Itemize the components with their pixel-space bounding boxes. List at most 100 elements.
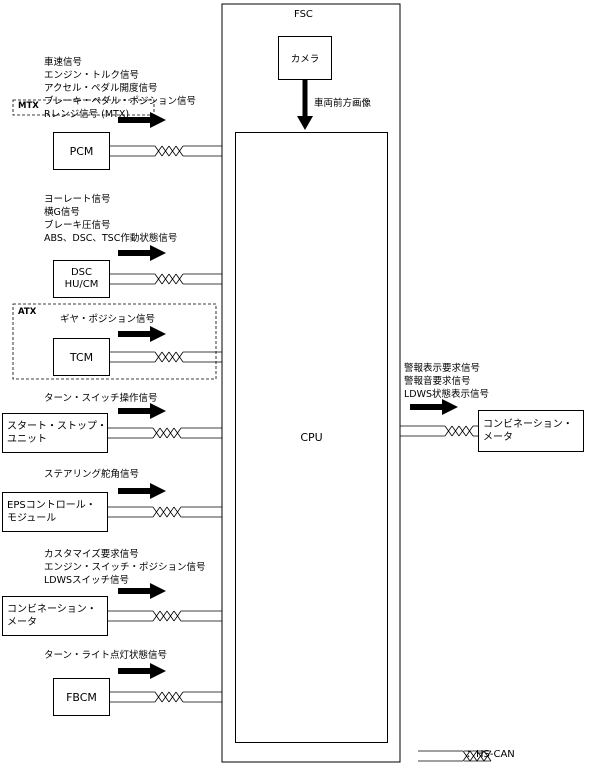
combi-right-label-line: メータ <box>483 432 513 443</box>
cpu-label: CPU <box>300 431 323 444</box>
tcm-can-link <box>110 351 222 363</box>
combi-right-signal-arrow <box>410 399 458 415</box>
camera-label: カメラ <box>290 54 320 65</box>
arrow-shaft <box>118 488 152 494</box>
arrow-head <box>150 483 166 499</box>
arrow-head <box>150 663 166 679</box>
atx-tag: ATX <box>16 307 39 317</box>
tcm-signal: ギヤ・ポジション信号 <box>60 314 156 325</box>
arrow-shaft <box>410 404 444 410</box>
combi-right-box: コンビネーション・ メータ <box>478 410 584 452</box>
start-stop-label-line: スタート・ストップ・ <box>7 421 107 432</box>
legend-label: ：HS-CAN <box>466 749 515 760</box>
fbcm-label: FBCM <box>66 690 97 704</box>
can-twist <box>152 610 182 622</box>
tcm-box: TCM <box>53 338 110 376</box>
arrow-head <box>150 583 166 599</box>
arrow-shaft <box>118 331 152 337</box>
fbcm-box: FBCM <box>53 678 110 716</box>
pcm-signal: アクセル・ペダル開度信号 <box>44 83 158 94</box>
combi-right-signal: 警報表示要求信号 <box>404 363 481 374</box>
tcm-signal-arrow <box>118 326 166 342</box>
pcm-signal-arrow <box>118 112 166 128</box>
eps-signal: ステアリング舵角信号 <box>44 469 140 480</box>
fbcm-signal-arrow <box>118 663 166 679</box>
combi-left-signal: エンジン・スイッチ・ポジション信号 <box>44 562 206 573</box>
start-stop-signal-list: ターン・スイッチ操作信号 <box>44 392 158 405</box>
tcm-signal-list: ギヤ・ポジション信号 <box>60 313 155 326</box>
combi-left-can-link <box>108 610 222 622</box>
fbcm-can-link <box>110 691 222 703</box>
pcm-signal: Rレンジ信号 (MTX) <box>44 109 130 120</box>
eps-box: EPSコントロール・ モジュール <box>2 492 108 532</box>
arrow-shaft <box>118 408 152 414</box>
eps-can-link <box>108 506 222 518</box>
combi-right-signal-list: 警報表示要求信号 警報音要求信号 LDWS状態表示信号 <box>404 362 489 401</box>
dsc-signal: 横G信号 <box>44 207 80 218</box>
dsc-signal: ABS、DSC、TSC作動状態信号 <box>44 233 178 244</box>
pcm-box: PCM <box>53 132 110 170</box>
atx-group-outline <box>12 303 217 380</box>
camera-arrow-head <box>297 116 313 130</box>
can-twist <box>152 506 182 518</box>
can-twist <box>152 427 182 439</box>
start-stop-label-line: ユニット <box>7 434 47 445</box>
legend-can-symbol <box>418 750 492 762</box>
can-twist <box>154 273 184 285</box>
mtx-tag: MTX <box>16 101 41 111</box>
dsc-signal: ヨーレート信号 <box>44 194 111 205</box>
arrow-shaft <box>118 668 152 674</box>
arrow-shaft <box>118 250 152 256</box>
fsc-title: FSC <box>294 9 313 20</box>
camera-box: カメラ <box>278 36 332 80</box>
combi-right-can-link <box>400 425 478 437</box>
combi-right-signal: 警報音要求信号 <box>404 376 471 387</box>
arrow-head <box>150 403 166 419</box>
dsc-signal-arrow <box>118 245 166 261</box>
start-stop-signal-arrow <box>118 403 166 419</box>
combi-right-signal: LDWS状態表示信号 <box>404 389 490 400</box>
start-stop-can-link <box>108 427 222 439</box>
cpu-box: CPU <box>235 132 388 743</box>
fbcm-signal: ターン・ライト点灯状態信号 <box>44 650 168 661</box>
arrow-head <box>150 112 166 128</box>
combi-left-box: コンビネーション・ メータ <box>2 596 108 636</box>
dsc-signal: ブレーキ圧信号 <box>44 220 111 231</box>
start-stop-box: スタート・ストップ・ ユニット <box>2 413 108 453</box>
arrow-head <box>150 245 166 261</box>
pcm-signal: 車速信号 <box>44 57 83 68</box>
can-twist <box>462 750 492 762</box>
dsc-signal-list: ヨーレート信号 横G信号 ブレーキ圧信号 ABS、DSC、TSC作動状態信号 <box>44 193 177 245</box>
fbcm-signal-list: ターン・ライト点灯状態信号 <box>44 649 167 662</box>
dsc-box: DSC HU/CM <box>53 260 110 298</box>
start-stop-signal: ターン・スイッチ操作信号 <box>44 393 158 404</box>
mtx-group-outline <box>12 99 155 116</box>
combi-left-signal: カスタマイズ要求信号 <box>44 549 139 560</box>
pcm-signal: ブレーキ・ペダル・ポジション信号 <box>44 96 197 107</box>
dsc-label-line: HU/CM <box>64 279 99 290</box>
can-twist <box>444 425 474 437</box>
combi-left-label-line: メータ <box>7 617 37 628</box>
arrow-shaft <box>118 117 152 123</box>
combi-left-signal-arrow <box>118 583 166 599</box>
can-twist <box>154 145 184 157</box>
camera-signal-label: 車両前方画像 <box>314 98 372 109</box>
combi-left-label-line: コンビネーション・ <box>7 604 97 615</box>
fsc-unit-box <box>221 3 401 763</box>
arrow-head <box>150 326 166 342</box>
dsc-can-link <box>110 273 222 285</box>
tcm-label: TCM <box>69 350 94 364</box>
dsc-label-line: DSC <box>70 267 93 278</box>
combi-left-signal: LDWSスイッチ信号 <box>44 575 130 586</box>
eps-label-line: モジュール <box>7 513 57 524</box>
pcm-signal-list: 車速信号 エンジン・トルク信号 アクセル・ペダル開度信号 ブレーキ・ペダル・ポジ… <box>44 56 196 121</box>
pcm-signal: エンジン・トルク信号 <box>44 70 140 81</box>
pcm-can-link <box>110 145 222 157</box>
eps-signal-arrow <box>118 483 166 499</box>
pcm-label: PCM <box>69 144 94 158</box>
eps-label-line: EPSコントロール・ <box>7 500 96 511</box>
can-twist <box>154 691 184 703</box>
eps-signal-list: ステアリング舵角信号 <box>44 468 139 481</box>
